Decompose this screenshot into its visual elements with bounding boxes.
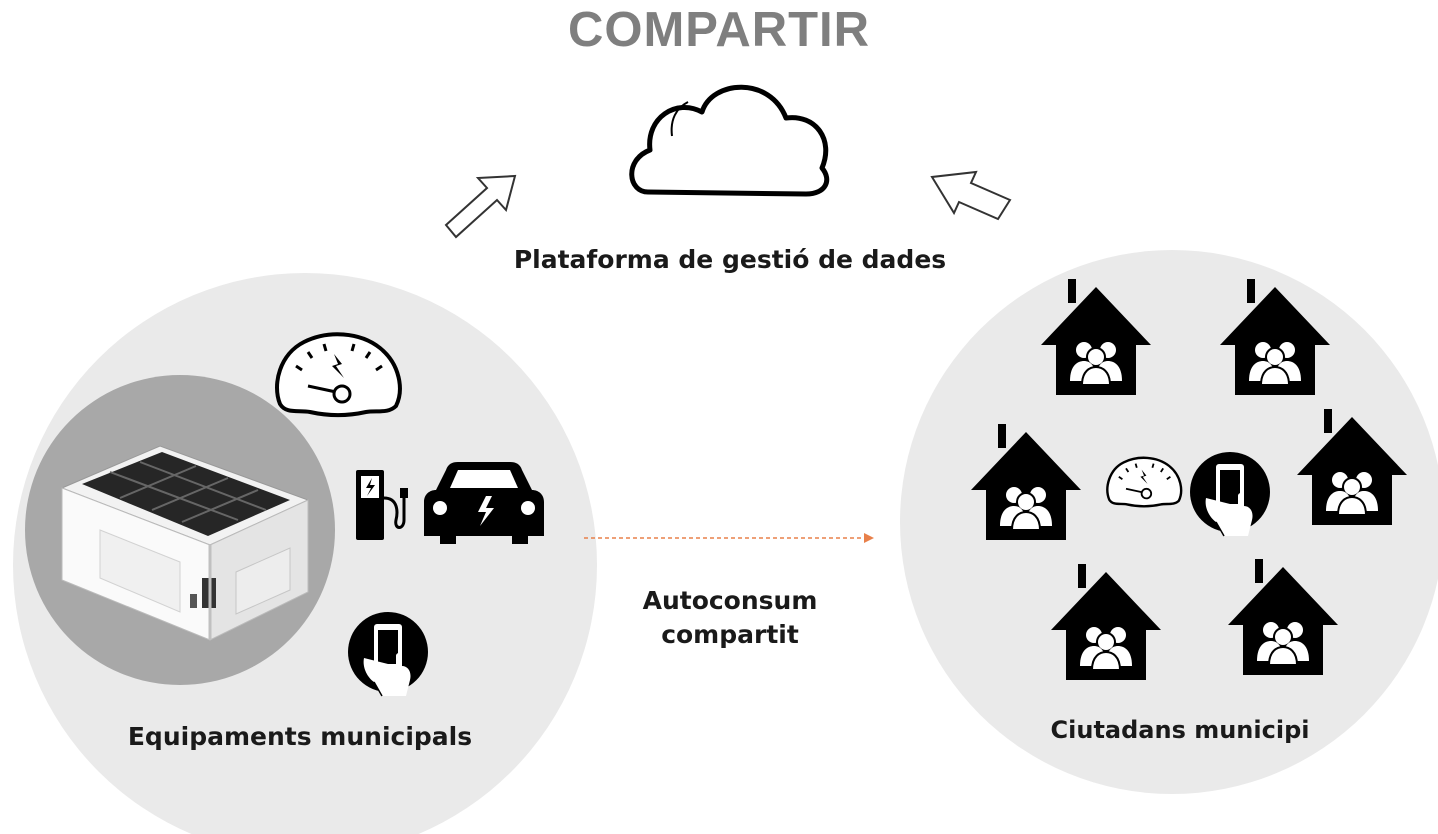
electric-car-icon <box>424 462 544 544</box>
flow-label: Autoconsum compartit <box>600 584 860 652</box>
solar-building-icon <box>60 445 310 641</box>
right-group-label: Ciutadans municipi <box>1050 716 1310 744</box>
outline-arrow-icon <box>444 174 517 239</box>
cloud-icon <box>629 84 830 197</box>
outline-arrow-icon <box>930 170 1012 221</box>
flow-arrow <box>584 533 874 543</box>
ev-charger-icon <box>356 470 408 540</box>
diagram-title: COMPARTIR <box>567 3 871 57</box>
flow-label-line: Autoconsum <box>642 586 818 615</box>
cloud-label: Plataforma de gestió de dades <box>513 245 947 274</box>
flow-label-line: compartit <box>661 620 799 649</box>
left-group-label: Equipaments municipals <box>127 722 473 751</box>
